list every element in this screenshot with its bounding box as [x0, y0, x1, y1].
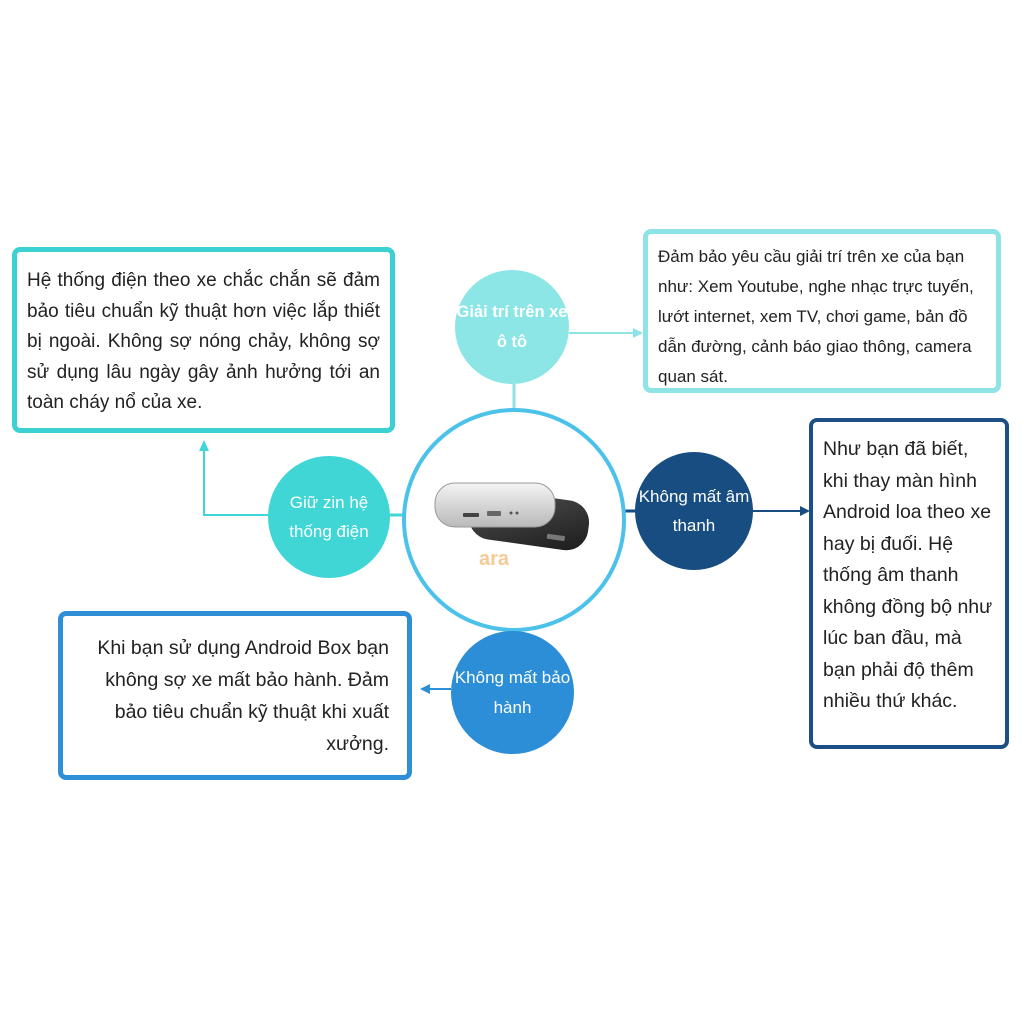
entertainment-description-box: Đảm bảo yêu cầu giải trí trên xe của bạn… — [643, 229, 1001, 393]
svg-text:ara: ara — [479, 548, 510, 570]
sound-circle: Không mất âm thanh — [635, 452, 753, 570]
connector-electric-box — [204, 448, 268, 515]
entertainment-circle: Giải trí trên xe ô tô — [455, 270, 569, 384]
electrical-circle: Giữ zin hệ thống điện — [268, 456, 390, 578]
arrow-entertain — [633, 328, 643, 338]
electrical-description-text: Hệ thống điện theo xe chắc chắn sẽ đảm b… — [27, 266, 380, 419]
warranty-description-box: Khi bạn sử dụng Android Box bạn không sợ… — [58, 611, 412, 780]
arrow-electric — [199, 440, 209, 451]
warranty-description-text: Khi bạn sử dụng Android Box bạn không sợ… — [73, 632, 389, 760]
entertainment-circle-label: Giải trí trên xe ô tô — [455, 297, 569, 357]
entertainment-description-text: Đảm bảo yêu cầu giải trí trên xe của bạn… — [658, 242, 986, 392]
electrical-description-box: Hệ thống điện theo xe chắc chắn sẽ đảm b… — [12, 247, 395, 433]
sound-circle-label: Không mất âm thanh — [635, 482, 753, 540]
arrow-warranty — [420, 684, 430, 694]
warranty-circle: Không mất bảo hành — [451, 631, 574, 754]
sound-description-text: Như bạn đã biết, khi thay màn hình Andro… — [823, 434, 995, 718]
warranty-circle-label: Không mất bảo hành — [451, 663, 574, 723]
android-box-device-icon: ara — [419, 465, 609, 575]
center-device-ring: ara — [402, 408, 626, 632]
sound-description-box: Như bạn đã biết, khi thay màn hình Andro… — [809, 418, 1009, 749]
electrical-circle-label: Giữ zin hệ thống điện — [268, 488, 390, 546]
